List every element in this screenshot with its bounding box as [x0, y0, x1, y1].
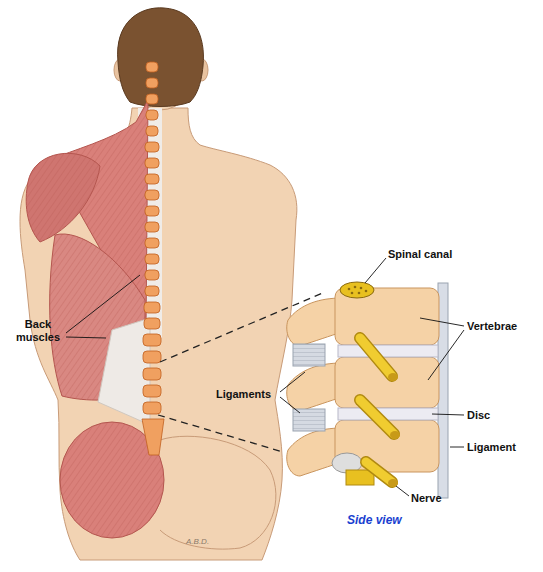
zoom-line	[158, 415, 283, 452]
nerves	[360, 338, 400, 487]
body-silhouette	[20, 108, 297, 560]
vertebral-bodies	[335, 288, 439, 472]
part-label: Disc	[467, 409, 490, 422]
part-label: Ligaments	[216, 388, 271, 401]
part-label: Ligament	[467, 441, 516, 454]
interspinous-ligament	[293, 344, 325, 366]
spine	[142, 62, 164, 455]
artist-signature: A.B.D.	[186, 535, 209, 548]
buttock-outline	[160, 436, 276, 549]
interspinous-ligament	[293, 409, 325, 431]
posterior-elements	[287, 298, 342, 476]
part-label: Back muscles	[10, 318, 66, 344]
part-label: Nerve	[411, 492, 442, 505]
part-label: Spinal canal	[388, 248, 452, 261]
spinal-canal	[340, 282, 374, 298]
lumbar-fascia	[98, 318, 150, 425]
deltoid	[26, 153, 100, 242]
interspinous-ligament	[293, 344, 325, 366]
leader-lines	[66, 258, 464, 496]
disc	[338, 345, 438, 357]
view-caption: Side view	[347, 514, 402, 527]
interspinous-ligament	[293, 409, 325, 431]
part-label: Vertebrae	[467, 320, 517, 333]
hair	[118, 8, 204, 107]
deltoid	[26, 153, 100, 242]
disc	[338, 408, 438, 420]
canal-fibres	[348, 286, 368, 295]
